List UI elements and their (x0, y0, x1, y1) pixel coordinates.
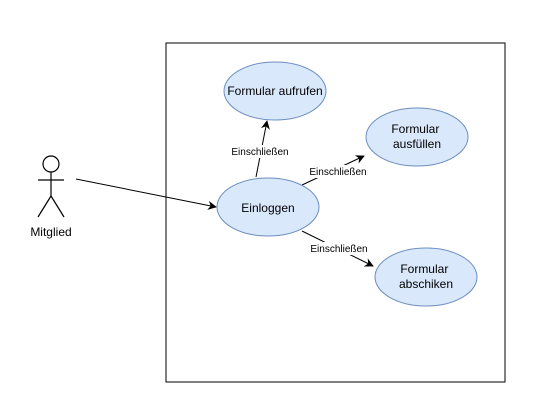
use-case-ellipse (365, 107, 469, 167)
use-case-ellipse (223, 61, 327, 121)
use-case-label: Formular abschiken (399, 262, 453, 291)
use-case-formular-aufrufen[interactable]: Formular aufrufen (223, 61, 327, 121)
use-case-ellipse (374, 247, 478, 307)
use-case-label: Formular aufrufen (227, 84, 322, 98)
include-label-abschiken: Einschließen (310, 244, 367, 255)
use-case-formular-abschiken[interactable]: Formular abschiken (374, 247, 478, 307)
use-case-label: Einloggen (241, 201, 294, 215)
include-label-bg-aufrufen (228, 145, 292, 158)
actor-left-leg (37, 195, 52, 218)
include-label-aufrufen: Einschließen (231, 147, 288, 158)
include-label-bg-ausfuellen (306, 165, 370, 178)
actor-head (42, 155, 60, 173)
use-case-ellipse (216, 177, 320, 237)
actor-right-leg (50, 195, 65, 218)
system-boundary (165, 42, 506, 383)
use-case-label: Formular ausfüllen (391, 122, 442, 151)
association-mitglied-einloggen (75, 178, 217, 210)
actor-mitglied[interactable]: Mitglied (30, 155, 72, 239)
use-case-einloggen[interactable]: Einloggen (216, 177, 320, 237)
include-label-ausfuellen: Einschließen (309, 167, 366, 178)
use-case-label-line: Formular (391, 122, 439, 136)
use-case-label-line: abschiken (399, 277, 453, 291)
actor-label: Mitglied (30, 225, 71, 239)
use-case-label-line: Formular aufrufen (227, 84, 322, 98)
use-case-label-line: Einloggen (241, 201, 294, 215)
use-case-label-line: Formular (400, 262, 448, 276)
include-label-bg-abschiken (307, 242, 371, 255)
use-case-formular-ausfuellen[interactable]: Formular ausfüllen (365, 107, 469, 167)
use-case-label-line: ausfüllen (393, 137, 441, 151)
